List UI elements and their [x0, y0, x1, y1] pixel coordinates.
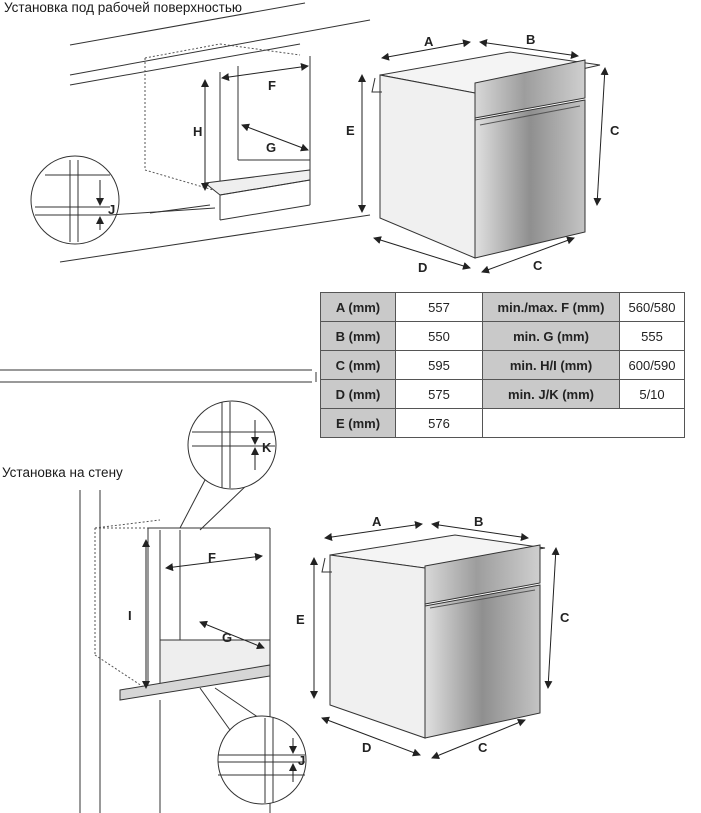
dim-D-line-bottom: [321, 716, 421, 757]
dim-F-line: [221, 63, 309, 81]
detail-circle-K: K: [179, 400, 277, 531]
dim-C-label-bottom-right: C: [560, 610, 570, 625]
dim-B-line-top: [479, 39, 579, 59]
undercounter-cabinet: [59, 2, 371, 263]
wall-cabinet: [79, 490, 271, 813]
table-cell-value: 550: [395, 321, 483, 351]
dim-C-line-top-right: [593, 67, 609, 206]
oven-bottom: [321, 534, 546, 739]
table-cell-label: A (mm): [320, 292, 396, 322]
heading-wall: Установка на стену: [2, 465, 123, 480]
table-row: B (mm) 550 min. G (mm) 555: [320, 321, 685, 351]
table-cell-empty: [482, 408, 685, 438]
table-cell-value: 595: [395, 350, 483, 380]
oven-top: [371, 51, 601, 259]
worktop-edge-line: [69, 19, 371, 76]
dim-J-label-bottom: J: [298, 753, 305, 768]
table-row: C (mm) 595 min. H/I (mm) 600/590: [320, 350, 685, 380]
table-cell-label: min. G (mm): [482, 321, 620, 351]
dim-B-line-bottom: [431, 521, 529, 541]
dim-C-line-top-bottom: [481, 236, 575, 274]
table-cell-label: min. H/I (mm): [482, 350, 620, 380]
dim-A-line-top: [381, 39, 471, 61]
dim-K-label: K: [262, 440, 272, 455]
dimensions-table: A (mm) 557 min./max. F (mm) 560/580 B (m…: [320, 292, 685, 438]
detail-circle-J-top: J: [30, 155, 216, 245]
table-cell-label: E (mm): [320, 408, 396, 438]
table-cell-value: 560/580: [619, 292, 685, 322]
dim-D-line-top: [373, 236, 471, 270]
dim-C-label-bottom-bottom: C: [478, 740, 488, 755]
dim-C-line-bottom-right: [544, 547, 560, 689]
dim-C-line-bottom-bottom: [431, 718, 526, 760]
table-cell-label: min./max. F (mm): [482, 292, 620, 322]
table-cell-label: min. J/K (mm): [482, 379, 620, 409]
table-cell-value: 5/10: [619, 379, 685, 409]
dim-J-label-top: J: [108, 202, 115, 217]
table-cell-value: 555: [619, 321, 685, 351]
dim-D-label-top: D: [418, 260, 427, 275]
table-cell-value: 600/590: [619, 350, 685, 380]
dim-C-label-top-bottom: C: [533, 258, 543, 273]
table-cell-value: 575: [395, 379, 483, 409]
dim-F-label-bottom: F: [208, 550, 216, 565]
dim-C-label-top-right: C: [610, 123, 620, 138]
dim-A-label-top: A: [424, 34, 434, 49]
dim-G-label-bottom: G: [222, 630, 232, 645]
detail-circle-J-bottom: J: [199, 687, 307, 805]
table-row: D (mm) 575 min. J/K (mm) 5/10: [320, 379, 685, 409]
table-cell-value: 576: [395, 408, 483, 438]
worktop-edge-line: [69, 2, 306, 46]
dim-E-label-top: E: [346, 123, 355, 138]
dim-G-line-bottom: [199, 620, 265, 650]
dim-E-label-bottom: E: [296, 612, 305, 627]
dim-B-label-bottom: B: [474, 514, 483, 529]
dim-F-line-bottom: [165, 552, 263, 572]
table-row: E (mm) 576: [320, 408, 685, 438]
table-cell-label: C (mm): [320, 350, 396, 380]
dim-F-label: F: [268, 78, 276, 93]
table-cell-label: D (mm): [320, 379, 396, 409]
dim-A-label-bottom: A: [372, 514, 382, 529]
dim-D-label-bottom: D: [362, 740, 371, 755]
floor-line: [59, 214, 371, 263]
table-row: A (mm) 557 min./max. F (mm) 560/580: [320, 292, 685, 322]
dim-A-line-bottom: [324, 521, 423, 541]
dim-H-label: H: [193, 124, 202, 139]
dim-I-label: I: [128, 608, 132, 623]
heading-undercounter: Установка под рабочей поверхностью: [4, 0, 243, 15]
table-cell-value: 557: [395, 292, 483, 322]
dim-G-line: [241, 123, 309, 152]
dim-G-label: G: [266, 140, 276, 155]
dim-B-label-top: B: [526, 32, 535, 47]
table-cell-label: B (mm): [320, 321, 396, 351]
